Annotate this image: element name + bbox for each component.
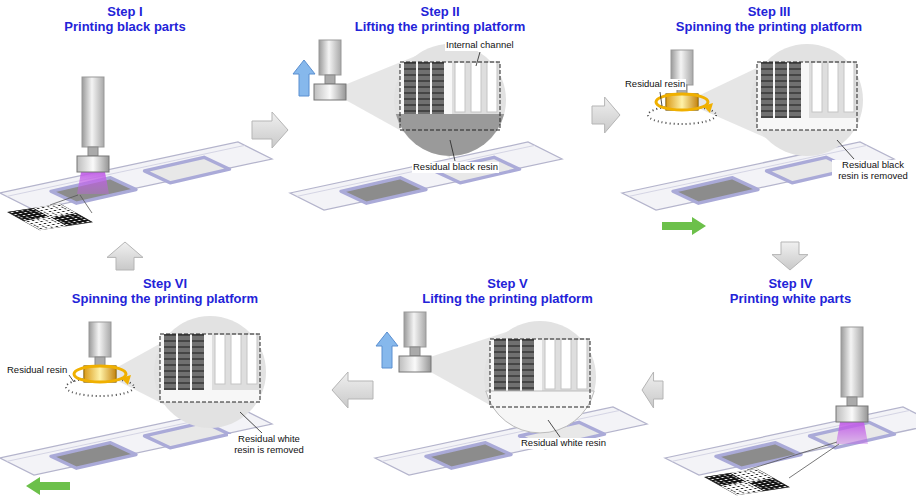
projection-mask — [705, 469, 789, 495]
projection-mask — [8, 204, 92, 230]
leader-line — [837, 140, 854, 159]
magnified-inset — [154, 316, 266, 428]
callout-label: Residual resin — [6, 365, 68, 376]
step-panel: Step IPrinting black parts — [0, 0, 250, 240]
step-heading: Step IILifting the printing platform — [355, 4, 525, 35]
printing-platform — [836, 327, 868, 422]
step-heading: Step VLifting the printing platform — [422, 276, 592, 307]
printing-platform — [314, 40, 346, 100]
step-title: Lifting the printing platform — [355, 19, 525, 34]
inset-frame — [757, 62, 857, 130]
step-title: Lifting the printing platform — [422, 291, 592, 306]
move-arrow — [26, 477, 70, 495]
inset-frame — [490, 339, 590, 407]
step-title: Spinning the printing platform — [72, 291, 258, 306]
step-number: Step IV — [730, 276, 851, 291]
step-number: Step III — [676, 4, 862, 19]
magnified-inset — [394, 44, 506, 156]
move-arrow — [662, 217, 706, 235]
callout-label: Residual resin — [624, 79, 686, 90]
magnified-inset — [751, 44, 863, 156]
step-heading: Step IIISpinning the printing platform — [676, 4, 862, 35]
step-title: Spinning the printing platform — [676, 19, 862, 34]
step-heading: Step VISpinning the printing platform — [72, 276, 258, 307]
residual-black-resin — [396, 114, 504, 156]
step-number: Step I — [64, 4, 185, 19]
step-three-art — [622, 44, 894, 235]
step-heading: Step IPrinting black parts — [64, 4, 185, 35]
step-panel: Step IVPrinting white parts — [665, 272, 916, 500]
step-number: Step VI — [72, 276, 258, 291]
resin-tray — [290, 142, 562, 210]
callout-label: Residual white resin is removed — [228, 434, 310, 456]
uv-beam — [836, 422, 868, 444]
leader-line — [450, 140, 455, 161]
leader-line — [69, 375, 74, 382]
step-panel: Step VISpinning the printing platform — [0, 272, 330, 500]
step-two-art — [290, 40, 562, 210]
residual-white-resin — [486, 391, 594, 433]
step-panel: Step IILifting the printing platform — [290, 0, 590, 240]
flow-arrow — [107, 242, 143, 270]
callout-label: Residual white resin — [520, 438, 607, 449]
flow-arrow — [252, 112, 288, 148]
magnified-inset — [484, 321, 596, 433]
step-four-art — [665, 327, 916, 495]
spinning-head — [648, 94, 716, 124]
resin-tray — [665, 407, 916, 475]
callout-label: Residual black resin is removed — [832, 160, 914, 182]
lift-arrow — [376, 332, 398, 368]
resin-tray — [0, 142, 272, 210]
spinning-head — [66, 366, 134, 396]
leader-line — [476, 52, 480, 66]
step-panel: Step IIISpinning the printing platform — [622, 0, 916, 240]
projection-line — [747, 442, 837, 470]
flow-arrow — [642, 372, 663, 408]
uv-beam — [77, 172, 109, 194]
step-heading: Step IVPrinting white parts — [730, 276, 851, 307]
step-number: Step II — [355, 4, 525, 19]
magnified-inset — [394, 44, 506, 156]
step-five-art — [375, 312, 647, 475]
leader-line — [240, 412, 262, 433]
step-panel: Step VLifting the printing platform — [375, 272, 640, 500]
printing-platform — [77, 77, 109, 172]
step-title: Printing black parts — [64, 19, 185, 34]
leader-line — [660, 92, 662, 106]
step-six-art — [0, 316, 272, 495]
lift-arrow — [293, 60, 315, 96]
inset-frame — [160, 334, 260, 402]
magnified-inset — [751, 44, 863, 156]
callout-label: Residual black resin — [412, 162, 499, 173]
leader-line — [548, 420, 560, 437]
step-one-art — [0, 77, 272, 230]
flow-arrow — [332, 372, 373, 408]
magnified-inset — [484, 321, 596, 433]
flow-arrow — [772, 242, 808, 270]
callout-label: Internal channel — [445, 40, 515, 51]
flow-arrow — [592, 97, 620, 133]
projection-line — [50, 195, 78, 205]
printing-platform — [399, 312, 431, 372]
step-title: Printing white parts — [730, 291, 851, 306]
step-number: Step V — [422, 276, 592, 291]
inset-frame — [400, 62, 500, 130]
projection-line — [80, 195, 92, 213]
magnified-inset — [154, 316, 266, 428]
